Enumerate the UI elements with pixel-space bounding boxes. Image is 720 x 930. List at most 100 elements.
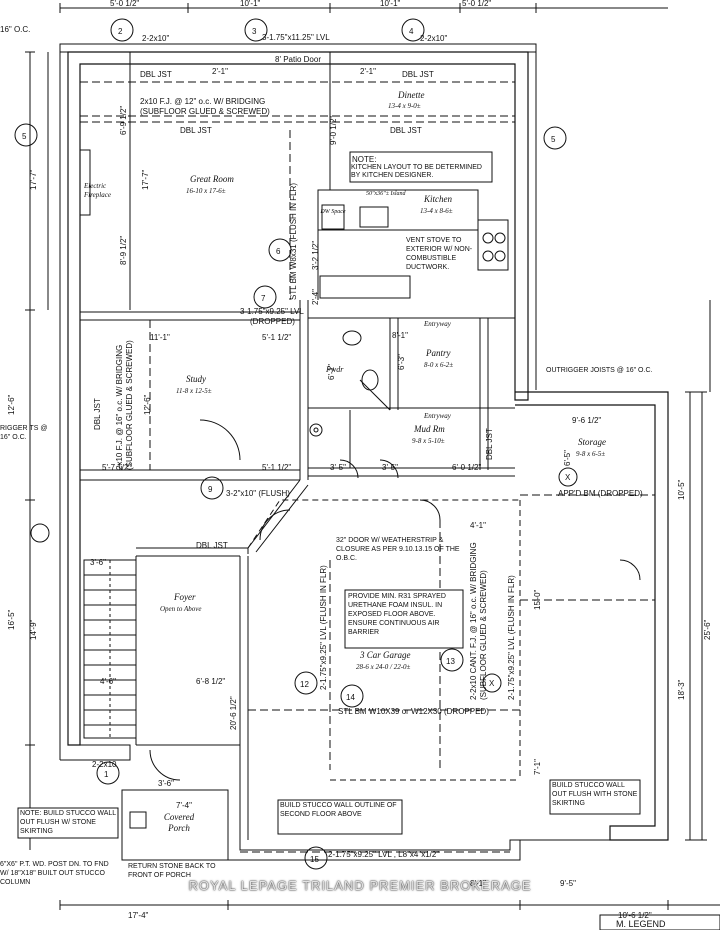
dim-3-6b: 3'-6" [158,779,174,788]
callout-4: 4 [409,27,414,36]
patio-door-label: 8' Patio Door [275,55,321,64]
top-dim-1: 5'-0 1/2" [110,0,139,8]
entryway-1: Entryway [423,320,452,328]
room-study-size: 11-8 x 12-5± [176,387,212,395]
dim-12-6: 12'-6" [143,394,152,415]
room-pwdr-name: Pwdr [325,365,344,374]
dbl-jst-mud: DBL JST [485,428,494,460]
dw-space-label: DW Space [320,209,346,215]
two-2x10-right: 2-2x10" [420,34,447,43]
callout-5-left: 5 [22,132,27,141]
room-great-size: 16-10 x 17-6± [186,187,226,195]
top-dim-3: 10'-1" [380,0,401,8]
dim-20-6: 20'-6 1/2" [229,696,238,730]
legend-label: M. LEGEND [616,919,666,929]
room-storage-name: Storage [578,437,606,447]
top-dim-2: 10'-1" [240,0,261,8]
dim-4-6: 4'-6" [100,677,116,686]
dim-6-3: 6'-3" [397,354,406,370]
dim-6-0: 6'-0 1/2" [452,463,481,472]
dim-18-3: 18'-3" [677,679,686,700]
dim-15-0: 15'-0" [533,589,542,610]
dbl-jst-5: DBL JST [196,541,228,550]
dim-9-5: 9'-5" [560,879,576,888]
dim-6-1: 6'-1" [327,364,336,380]
garage-cant-label: 2-2x10 CANT. F.J. @ 16" o.c. W/ BRIDGING [469,542,478,700]
dbl-jst-1: DBL JST [140,70,172,79]
dim-3-5b: 3'-5" [382,463,398,472]
dim-16-5: 16'-5" [7,609,16,630]
fj-label: 2x10 F.J. @ 12" o.c. W/ BRIDGING [140,97,265,106]
x-mark-1: X [565,473,571,482]
room-study-name: Study [186,374,206,384]
dim-17-4: 17'-4" [128,911,149,920]
dbl-jst-4: DBL JST [390,126,422,135]
callout-7: 7 [261,294,266,303]
callout-15: 15 [310,855,319,864]
two-2x10-porch: 2-2x10 [92,760,117,769]
room-pantry-name: Pantry [425,348,451,358]
dbl-jst-2: DBL JST [402,70,434,79]
two-2x10-left: 2-2x10" [142,34,169,43]
room-kitchen-size: 13-4 x 8-6± [420,207,453,215]
room-storage-size: 9-8 x 6-5± [576,450,605,458]
beam-9-label: 3-2"x10" (FLUSH) [226,489,290,498]
callout-14: 14 [346,693,355,702]
beam-15-label: 2-1.75"x9.25" LVL , L8"x4"x1/2" [328,850,439,859]
room-garage-size: 28-6 x 24-0 / 22-0± [356,663,411,671]
room-kitchen-name: Kitchen [423,194,452,204]
dbl-jst-3: DBL JST [180,126,212,135]
dim-10-5: 10'-5" [677,479,686,500]
callout-5-right: 5 [551,135,556,144]
lvl-flush-right: 2-1.75"x9.25" LVL (FLUSH IN FLR) [507,575,516,700]
kitchen-note-title: NOTE: [352,155,376,164]
dim-12-6-left: 12'-6" [7,394,16,415]
study-fj-label: 2x10 F.J. @ 16" o.c. W/ BRIDGING [115,345,124,470]
dim-11-1: 11'-1" [150,333,170,342]
room-foyer-size: Open to Above [160,605,201,613]
room-mudroom-size: 9-8 x 5-10± [412,437,445,445]
dim-8-1: 8'-1" [470,879,486,888]
room-pantry-size: 8-0 x 6-2± [424,361,453,369]
beam-7-label: 3-1.75"x9.25" LVL [240,307,304,316]
insulation-note: PROVIDE MIN. R31 SPRAYED URETHANE FOAM I… [348,593,446,636]
dim-5-7: 5'-7 1/2" [102,463,131,472]
room-dinette-size: 13-4 x 9-0± [388,102,421,110]
callout-6: 6 [276,247,281,256]
dim-9-6: 9'-6 1/2" [572,416,601,425]
fireplace-label: Electric Fireplace [84,182,111,199]
room-mudroom-name: Mud Rm [413,424,445,434]
callout-1: 1 [104,770,109,779]
stucco-note-right: BUILD STUCCO WALL OUT FLUSH WITH STONE S… [552,782,638,807]
dim-3-2: 3'-2 1/2" [311,241,320,270]
dim-6-8: 6'-8 1/2" [196,677,225,686]
top-left-note: 16" O.C. [0,25,30,34]
top-dim-4: 5'-0 1/2" [462,0,491,8]
room-foyer-name: Foyer [173,592,196,602]
dim-7-1: 7'-1" [533,759,542,775]
dim-2-1b: 2'-1" [360,67,376,76]
room-porch-name: Covered Porch [163,812,195,833]
dim-3-6a: 3'-6" [90,558,106,567]
entryway-2: Entryway [423,412,452,420]
room-great-name: Great Room [190,174,234,184]
dim-2-1a: 2'-1" [212,67,228,76]
beam-7-dropped: (DROPPED) [250,317,295,326]
dim-17-7-inner: 17'-7" [141,169,150,190]
callout-12: 12 [300,680,309,689]
stucco-note-center: BUILD STUCCO WALL OUTLINE OF SECOND FLOO… [280,802,397,818]
dim-5-1b: 5'-1 1/2" [262,463,291,472]
dim-6-5: 6'-5" [563,450,572,466]
stl-beam-vertical: STL BM W8x31 (FLUSH IN FLR) [289,183,298,300]
dim-9-0: 9'-0 1/2" [329,116,338,145]
post-note: 6"X6" P.T. WD. POST DN. TO FND W/ 18"X18… [0,861,109,886]
door-note: 32" DOOR W/ WEATHERSTRIP & CLOSURE AS PE… [336,537,460,562]
return-stone-note: RETURN STONE BACK TO FRONT OF PORCH [128,863,216,879]
callout-9: 9 [208,485,213,494]
dim-2-4: 2'-4" [311,289,320,305]
island-label: 50"x36"± Island [366,191,406,197]
dim-3-5a: 3'-5" [330,463,346,472]
vent-note: VENT STOVE TO EXTERIOR W/ NON-COMBUSTIBL… [406,237,473,271]
